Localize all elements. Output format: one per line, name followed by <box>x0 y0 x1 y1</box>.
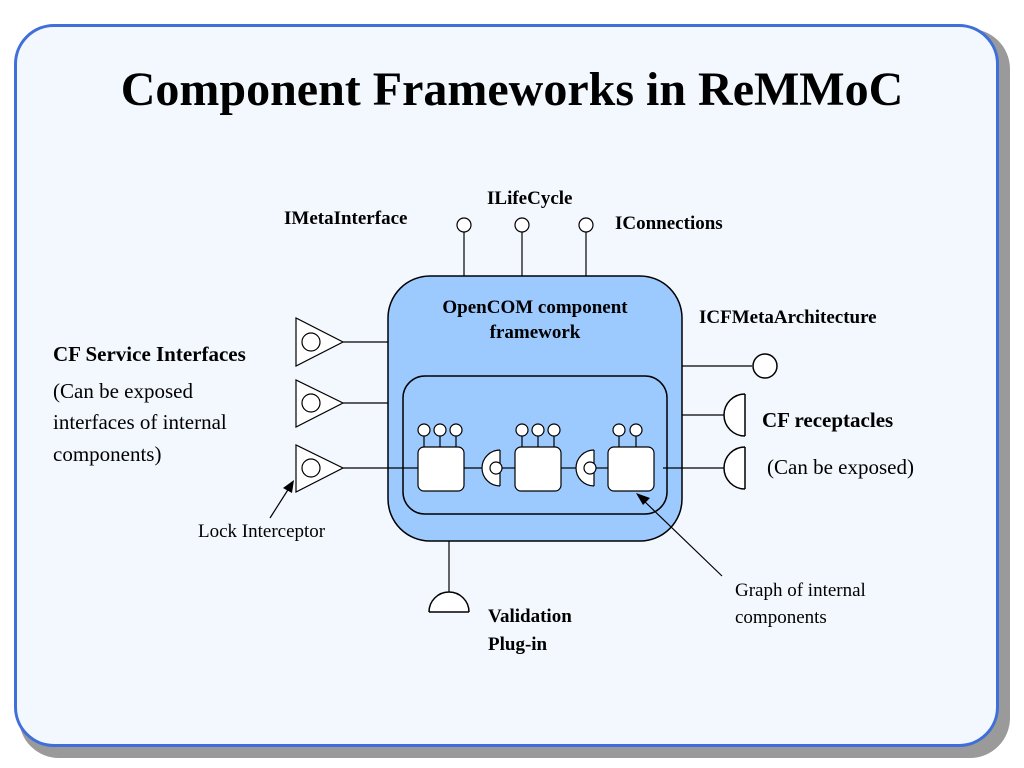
cf-receptacles-title: CF receptacles <box>762 408 894 432</box>
lock-interceptor-arrow <box>269 480 294 519</box>
graph-note-line1: Graph of internal <box>735 580 866 601</box>
service-interface-2 <box>295 379 388 428</box>
lock-interceptor-label: Lock Interceptor <box>198 521 326 542</box>
validation-plugin-receptacle <box>428 541 470 613</box>
service-interface-1 <box>295 317 388 367</box>
internal-component-1 <box>417 423 465 492</box>
slide-title: Component Frameworks in ReMMoC <box>120 63 904 116</box>
service-interface-3 <box>295 444 418 493</box>
framework-label-line1: OpenCOM component <box>442 297 628 318</box>
imetainterface-lollipop <box>456 217 472 276</box>
cf-service-interfaces-note-1: (Can be exposed <box>53 379 193 403</box>
internal-graph-box <box>402 375 668 515</box>
cf-receptacle-1 <box>682 393 746 437</box>
internal-binding-1 <box>464 449 515 487</box>
iconnections-label: IConnections <box>615 213 723 234</box>
graph-arrow <box>636 493 723 577</box>
cf-service-interfaces-title: CF Service Interfaces <box>53 342 246 366</box>
imetainterface-label: IMetaInterface <box>284 208 408 229</box>
icfmetaarchitecture-lollipop <box>682 353 778 379</box>
ilifecycle-label: ILifeCycle <box>487 188 573 209</box>
framework-label-line2: framework <box>489 322 581 343</box>
ilifecycle-lollipop <box>514 217 530 276</box>
cf-receptacles-note: (Can be exposed) <box>767 455 914 479</box>
cf-service-interfaces-note-2: interfaces of internal <box>53 410 227 434</box>
internal-component-2 <box>514 423 562 492</box>
validation-label-line1: Validation <box>488 606 572 627</box>
cf-receptacle-2 <box>663 446 746 490</box>
icfmetaarchitecture-label: ICFMetaArchitecture <box>699 307 877 328</box>
internal-binding-2 <box>561 449 608 487</box>
graph-note-line2: components <box>735 607 827 628</box>
internal-component-3 <box>607 423 655 492</box>
iconnections-lollipop <box>578 217 594 276</box>
validation-label-line2: Plug-in <box>488 634 548 655</box>
cf-service-interfaces-note-3: components) <box>53 442 162 466</box>
